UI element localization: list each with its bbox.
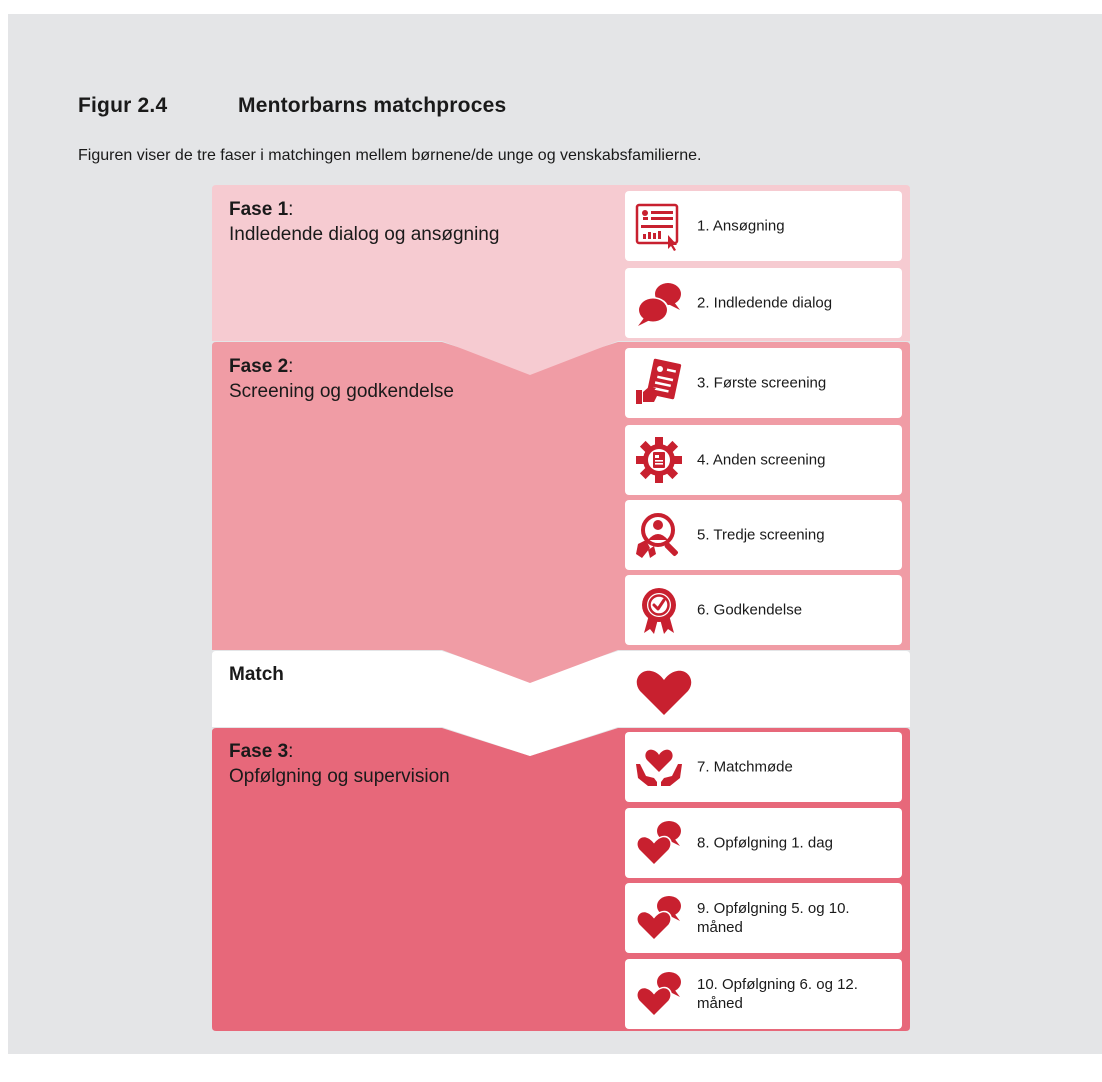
phase1-label: Fase 1: Indledende dialog og ansøgning — [229, 197, 499, 247]
figure-title: Figur 2.4 Mentorbarns matchproces — [78, 94, 506, 118]
step-label-3: 3. Første screening — [697, 374, 827, 392]
document-hand-icon — [636, 358, 682, 404]
step-label-7: 7. Matchmøde — [697, 758, 793, 776]
match-name: Match — [229, 664, 284, 685]
step-label-2: 2. Indledende dialog — [697, 294, 833, 312]
phase3-colon: : — [288, 741, 294, 762]
step-label-1: 1. Ansøgning — [697, 217, 785, 235]
step-label-9: 9. Opfølgning 5. og 10. måned — [697, 900, 850, 936]
phase3-name: Fase 3 — [229, 741, 289, 762]
step-box-5: 5. Tredje screening — [625, 500, 902, 570]
phase2-colon: : — [288, 356, 294, 377]
heart-speech-icon — [635, 896, 681, 941]
phase2-subtitle: Screening og godkendelse — [229, 381, 455, 402]
speech-bubbles-icon — [637, 283, 681, 326]
step-box-1: 1. Ansøgning — [625, 191, 902, 261]
step-label-10: 10. Opfølgning 6. og 12. måned — [697, 976, 858, 1012]
phase3-label: Fase 3: Opfølgning og supervision — [229, 739, 450, 789]
step-label-4: 4. Anden screening — [697, 451, 826, 469]
person-magnifier-icon — [636, 513, 678, 558]
step-box-6: 6. Godkendelse — [625, 575, 902, 645]
phase2-name: Fase 2 — [229, 356, 289, 377]
step-box-4: 4. Anden screening — [625, 425, 902, 495]
process-diagram: Fase 1: Indledende dialog og ansøgning F… — [212, 185, 910, 1031]
step-label-6: 6. Godkendelse — [697, 601, 803, 619]
step-box-2: 2. Indledende dialog — [625, 268, 902, 338]
step-box-3: 3. Første screening — [625, 348, 902, 418]
step-box-9: 9. Opfølgning 5. og 10. måned — [625, 883, 902, 953]
heart-speech-icon — [635, 972, 681, 1017]
figure-title-text: Mentorbarns matchproces — [238, 94, 507, 117]
step-label-8: 8. Opfølgning 1. dag — [697, 834, 833, 852]
heart-hands-icon — [636, 749, 682, 786]
heart-speech-icon — [635, 821, 681, 866]
phase3-subtitle: Opfølgning og supervision — [229, 766, 450, 787]
phase1-subtitle: Indledende dialog og ansøgning — [229, 224, 500, 245]
heart-icon — [636, 670, 692, 715]
step-box-7: 7. Matchmøde — [625, 732, 902, 802]
phase2-label: Fase 2: Screening og godkendelse — [229, 354, 454, 404]
match-band — [212, 651, 910, 756]
application-form-icon — [635, 203, 679, 251]
approval-rosette-icon — [642, 588, 676, 634]
step-box-10: 10. Opfølgning 6. og 12. måned — [625, 959, 902, 1029]
gear-document-icon — [636, 437, 682, 483]
figure-number: Figur 2.4 — [78, 94, 168, 117]
figure-description: Figuren viser de tre faser i matchingen … — [78, 147, 702, 164]
match-label: Match — [229, 662, 284, 687]
step-box-8: 8. Opfølgning 1. dag — [625, 808, 902, 878]
phase1-colon: : — [288, 199, 294, 220]
step-label-5: 5. Tredje screening — [697, 526, 825, 544]
phase1-name: Fase 1 — [229, 199, 289, 220]
phase3-band — [212, 728, 910, 1031]
